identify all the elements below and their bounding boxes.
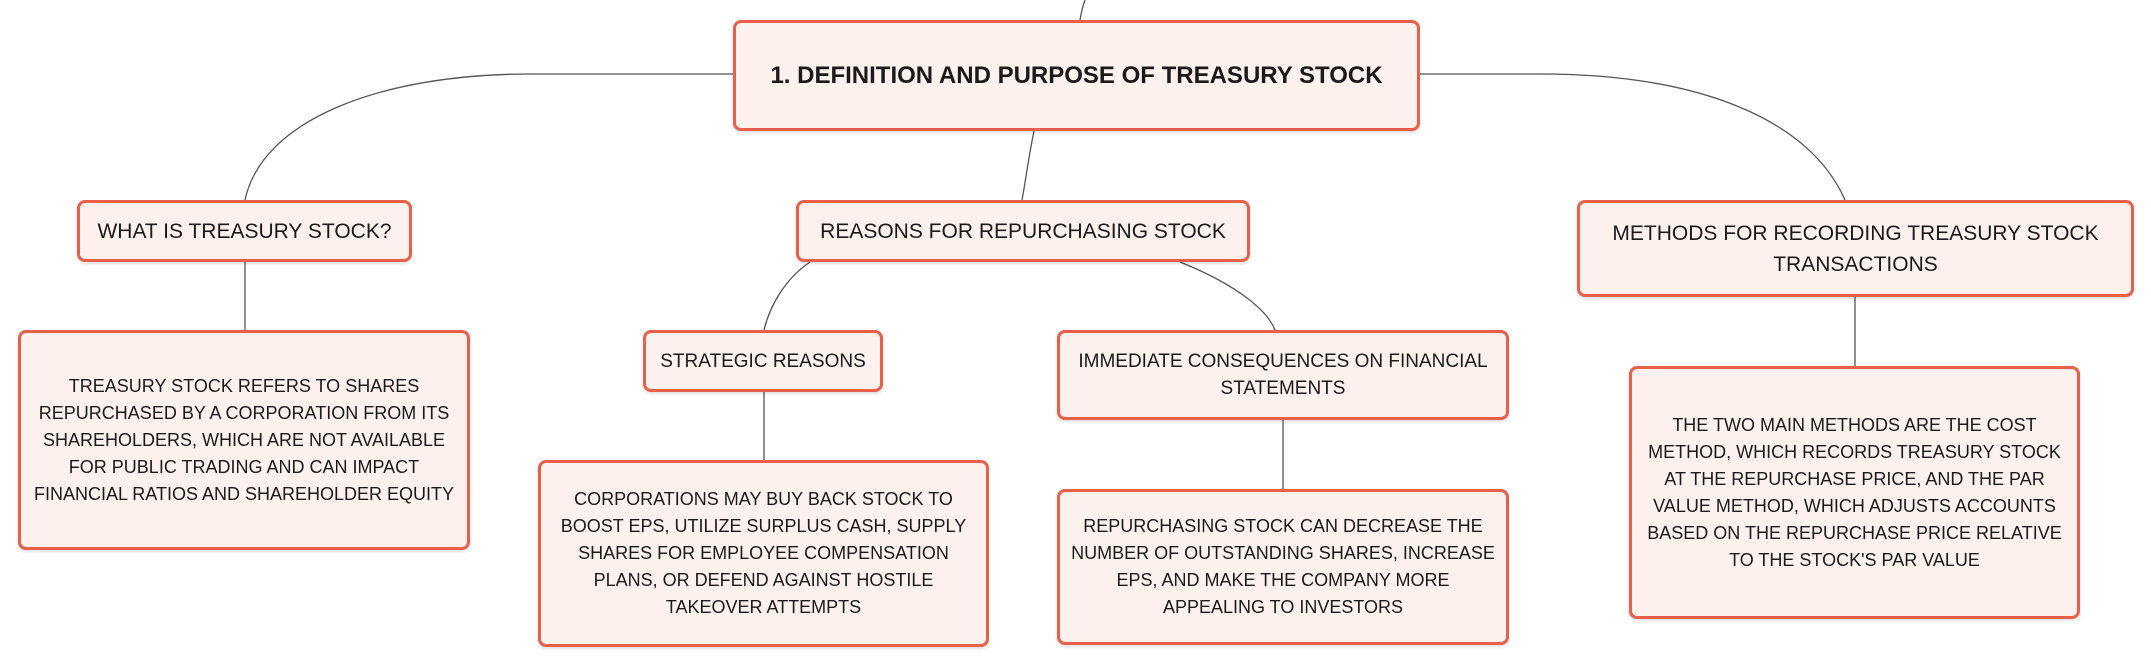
topic-label: WHAT IS TREASURY STOCK?	[97, 219, 392, 243]
detail-strategic-reasons[interactable]: CORPORATIONS MAY BUY BACK STOCK TO BOOST…	[538, 460, 989, 647]
detail-text: TREASURY STOCK REFERS TO SHARES REPURCHA…	[33, 375, 455, 504]
detail-what-is-treasury-stock[interactable]: TREASURY STOCK REFERS TO SHARES REPURCHA…	[18, 330, 470, 550]
topic-reasons-for-repurchasing[interactable]: REASONS FOR REPURCHASING STOCK	[796, 200, 1250, 262]
topic-what-is-treasury-stock[interactable]: WHAT IS TREASURY STOCK?	[77, 200, 412, 262]
detail-text: THE TWO MAIN METHODS ARE THE COST METHOD…	[1647, 414, 2062, 570]
detail-text: CORPORATIONS MAY BUY BACK STOCK TO BOOST…	[560, 489, 967, 617]
root-topic-node[interactable]: 1. DEFINITION AND PURPOSE OF TREASURY ST…	[733, 20, 1420, 131]
subtopic-label: IMMEDIATE CONSEQUENCES ON FINANCIAL STAT…	[1078, 351, 1488, 399]
topic-label: REASONS FOR REPURCHASING STOCK	[820, 219, 1226, 243]
subtopic-immediate-consequences[interactable]: IMMEDIATE CONSEQUENCES ON FINANCIAL STAT…	[1057, 330, 1509, 420]
connector-root-to-methods	[1420, 73, 1846, 201]
detail-text: REPURCHASING STOCK CAN DECREASE THE NUMB…	[1071, 516, 1495, 617]
subtopic-label: STRATEGIC REASONS	[660, 350, 866, 372]
connector-root-to-reasons	[1021, 130, 1035, 201]
detail-immediate-consequences[interactable]: REPURCHASING STOCK CAN DECREASE THE NUMB…	[1057, 489, 1509, 645]
connector-reasons-to-strategic	[763, 261, 811, 331]
topic-methods-for-recording[interactable]: METHODS FOR RECORDING TREASURY STOCK TRA…	[1577, 200, 2134, 297]
connector-reasons-to-consequences	[1179, 261, 1276, 331]
topic-label: METHODS FOR RECORDING TREASURY STOCK TRA…	[1612, 221, 2099, 276]
root-topic-label: 1. DEFINITION AND PURPOSE OF TREASURY ST…	[770, 61, 1383, 89]
connector-parent-to-root	[1079, 0, 1086, 21]
connector-root-to-what-is	[244, 73, 733, 201]
detail-methods-for-recording[interactable]: THE TWO MAIN METHODS ARE THE COST METHOD…	[1629, 366, 2080, 619]
subtopic-strategic-reasons[interactable]: STRATEGIC REASONS	[643, 330, 883, 392]
